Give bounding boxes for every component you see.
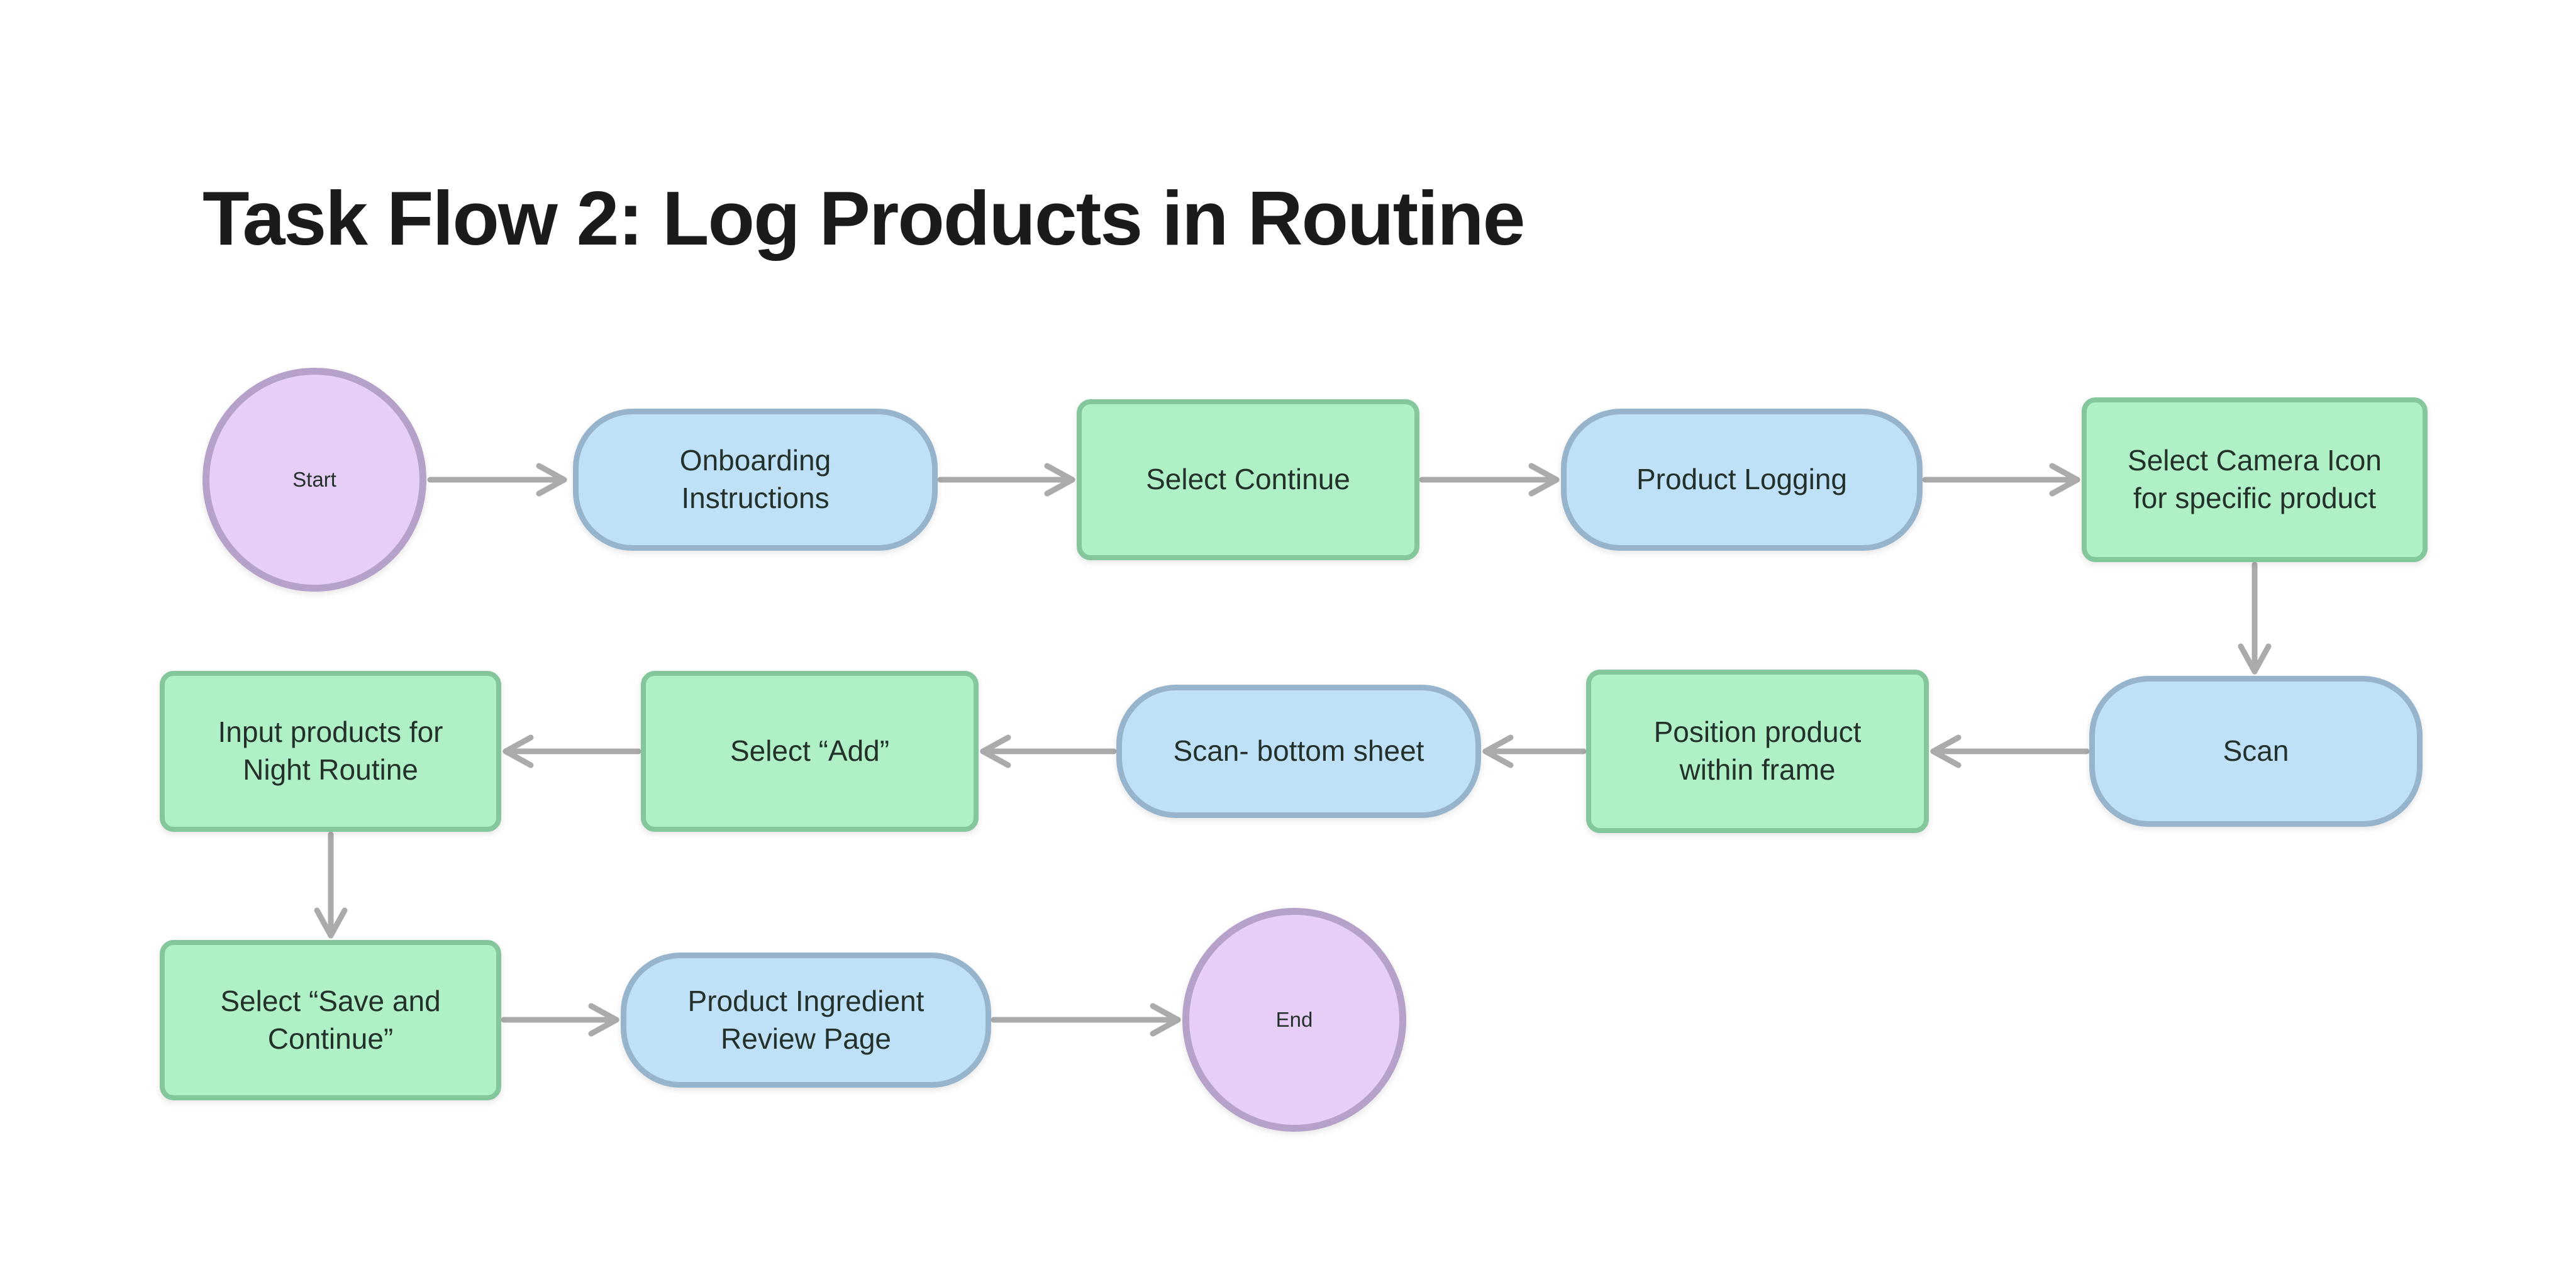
node-select-camera-icon-label: Select Camera Icon for specific product xyxy=(2128,444,2382,514)
node-select-save-and-continue-label: Select “Save and Continue” xyxy=(220,984,441,1055)
node-product-logging-label: Product Logging xyxy=(1636,463,1848,496)
node-position-product[interactable]: Position product within frame xyxy=(1586,670,1929,833)
node-select-camera-icon[interactable]: Select Camera Icon for specific product xyxy=(2082,397,2428,562)
node-scan-bottom-sheet-label: Scan- bottom sheet xyxy=(1173,734,1424,768)
node-end[interactable]: End xyxy=(1182,908,1406,1132)
node-start-label: Start xyxy=(292,467,336,491)
node-scan-label: Scan xyxy=(2223,734,2289,768)
node-select-add[interactable]: Select “Add” xyxy=(641,671,979,832)
node-product-logging[interactable]: Product Logging xyxy=(1561,409,1923,551)
node-input-products-label: Input products for Night Routine xyxy=(218,716,443,786)
node-start[interactable]: Start xyxy=(203,368,426,592)
node-select-continue-label: Select Continue xyxy=(1146,463,1350,496)
node-scan[interactable]: Scan xyxy=(2089,676,2423,827)
node-position-product-label: Position product within frame xyxy=(1653,716,1862,786)
node-select-continue[interactable]: Select Continue xyxy=(1077,399,1419,560)
node-select-add-label: Select “Add” xyxy=(730,734,890,768)
node-input-products[interactable]: Input products for Night Routine xyxy=(160,671,501,832)
node-product-ingredient-review-label: Product Ingredient Review Page xyxy=(687,984,924,1055)
node-select-save-and-continue[interactable]: Select “Save and Continue” xyxy=(160,940,501,1100)
node-product-ingredient-review[interactable]: Product Ingredient Review Page xyxy=(621,953,991,1088)
node-onboarding-instructions[interactable]: Onboarding Instructions xyxy=(573,409,938,551)
node-end-label: End xyxy=(1275,1007,1313,1031)
page-title: Task Flow 2: Log Products in Routine xyxy=(203,175,1525,261)
node-scan-bottom-sheet[interactable]: Scan- bottom sheet xyxy=(1116,685,1481,818)
node-onboarding-instructions-label: Onboarding Instructions xyxy=(679,444,831,514)
